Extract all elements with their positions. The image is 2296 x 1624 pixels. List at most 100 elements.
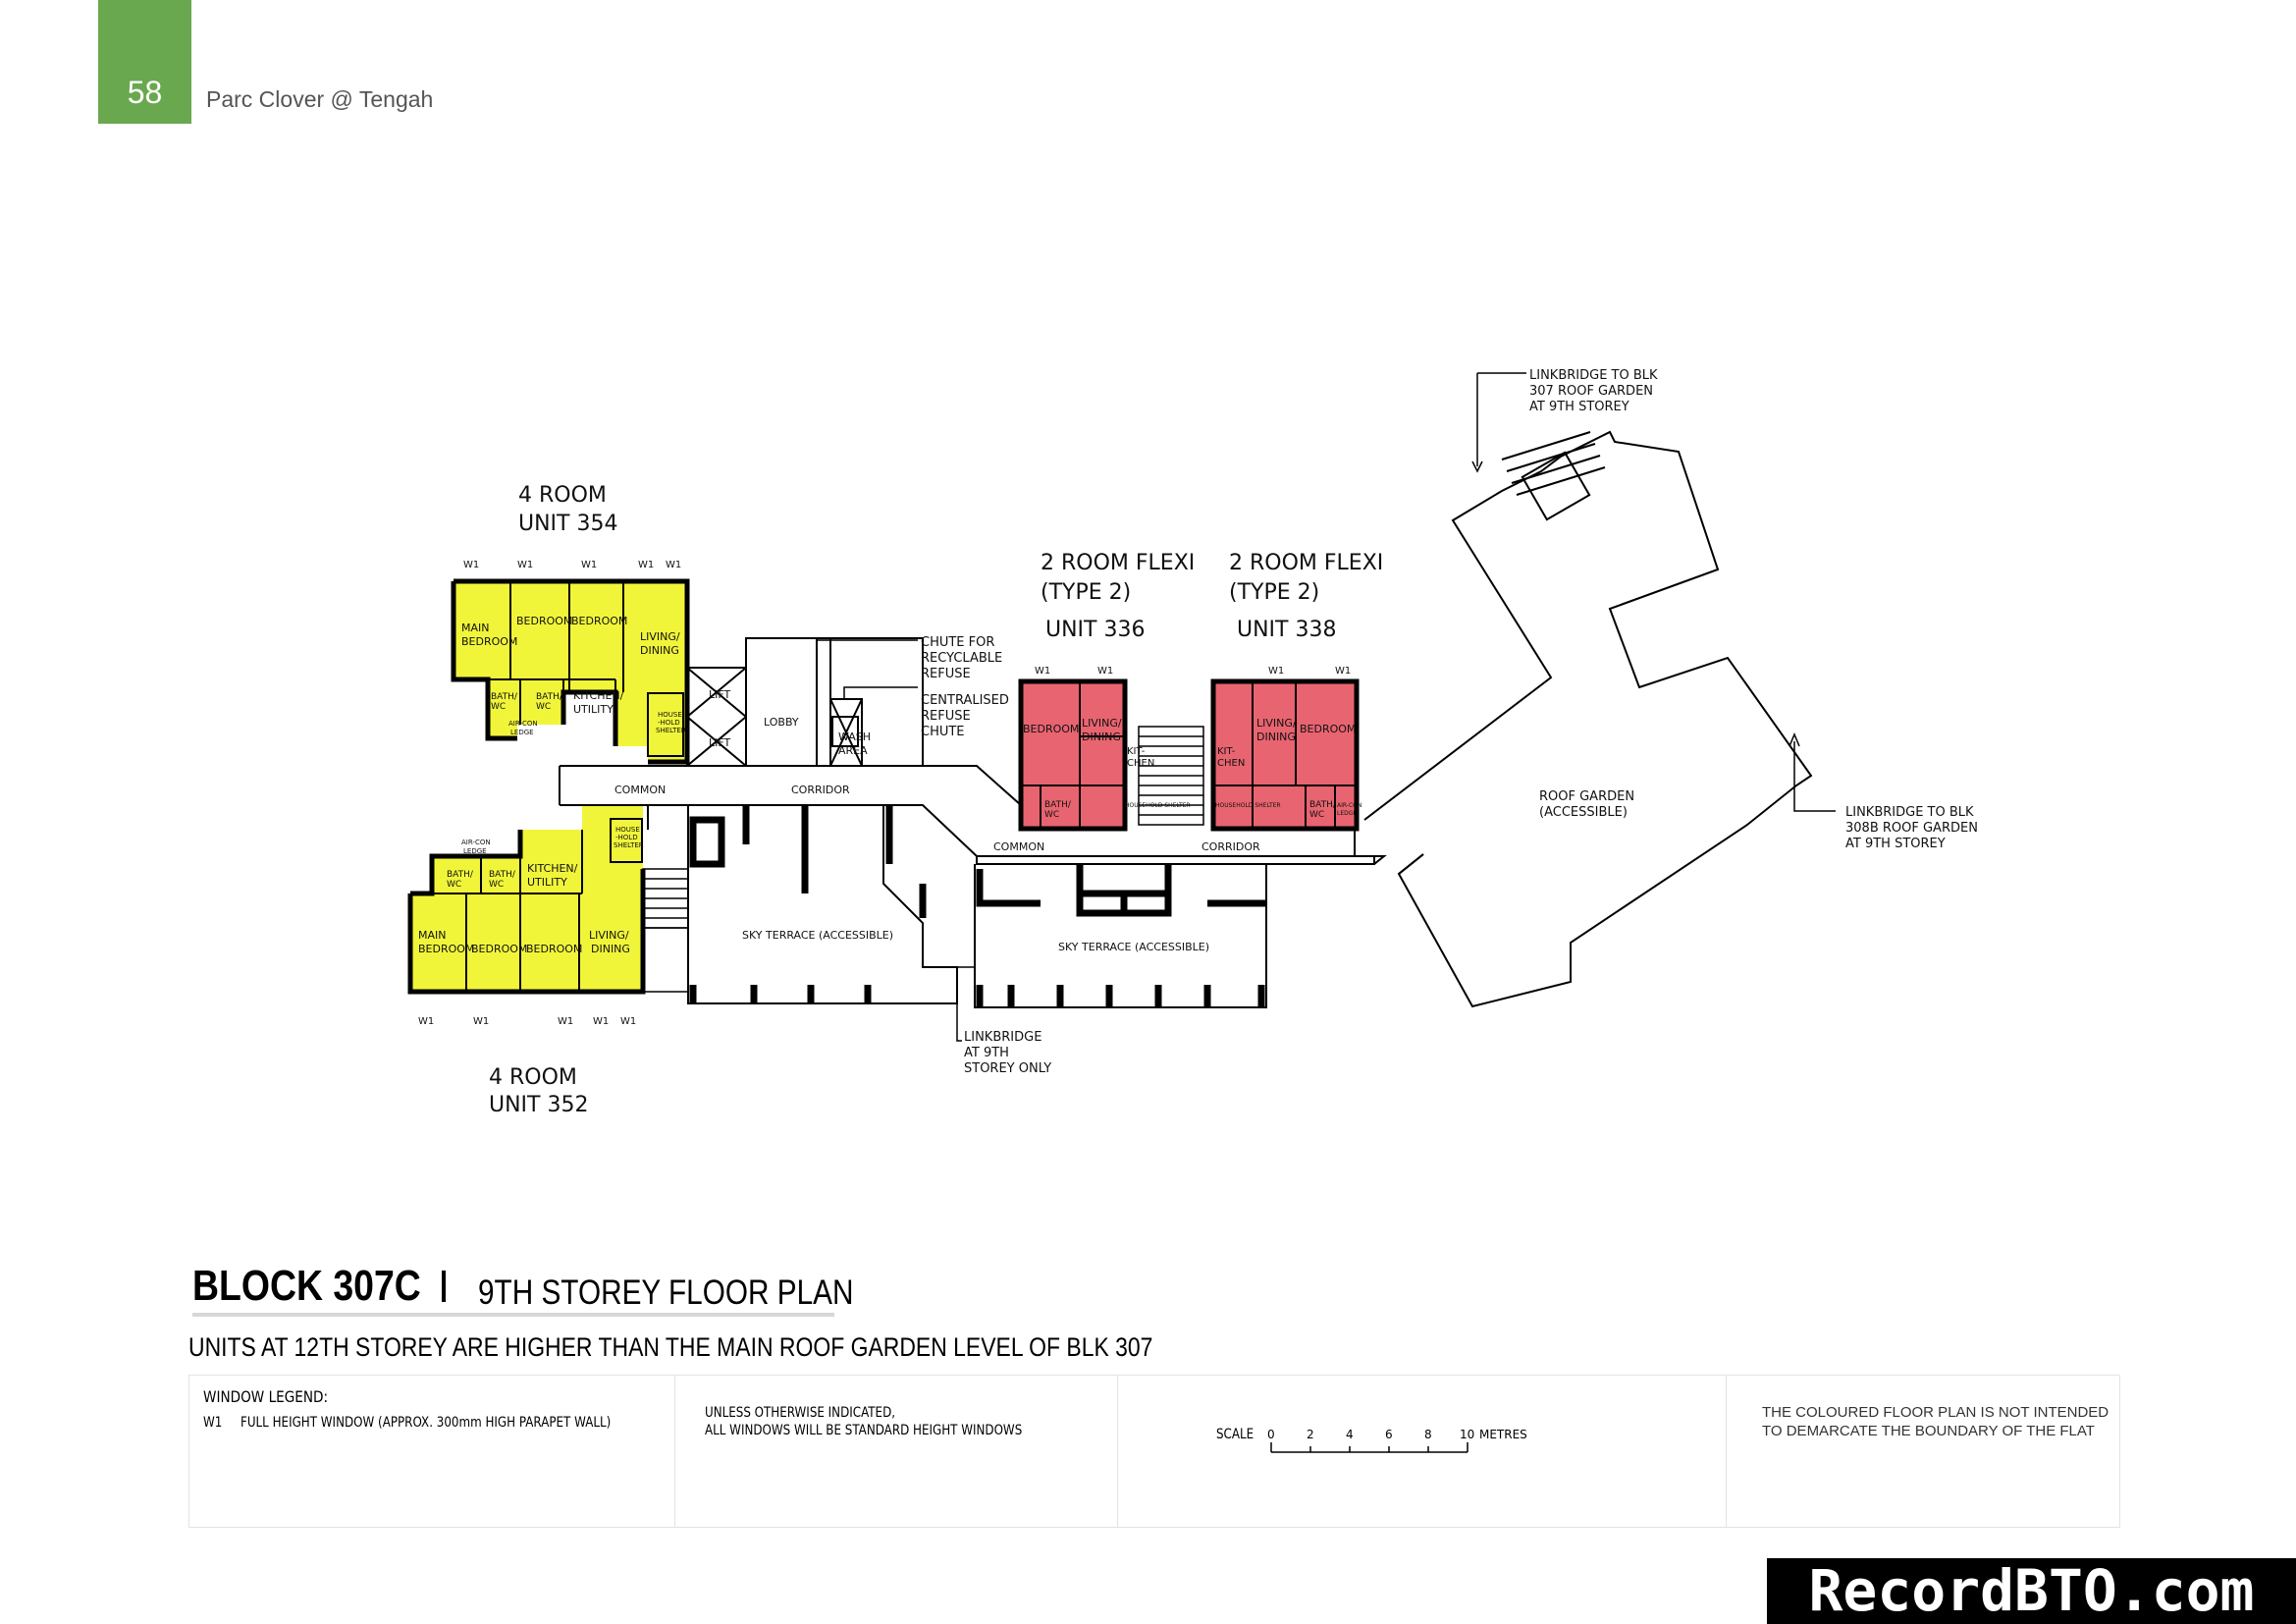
scale-tick: 8	[1424, 1428, 1432, 1441]
svg-text:LIVING/: LIVING/	[589, 929, 629, 942]
svg-text:MAIN: MAIN	[418, 929, 447, 942]
svg-text:MAIN: MAIN	[461, 622, 490, 634]
svg-text:W1: W1	[418, 1016, 434, 1027]
svg-text:W1: W1	[638, 560, 654, 570]
svg-text:W1: W1	[558, 1016, 573, 1027]
storey-note: UNITS AT 12TH STOREY ARE HIGHER THAN THE…	[188, 1332, 1153, 1362]
unit-338-partitions	[1213, 681, 1357, 829]
svg-text:LIFT: LIFT	[709, 736, 731, 749]
svg-text:BATH/: BATH/	[447, 870, 474, 880]
core-labels: LIFT LIFT LOBBY WASH AREA COMMON CORRIDO…	[614, 688, 1260, 953]
unit-352-rooms: MAIN BEDROOM BEDROOM BEDROOM LIVING/ DIN…	[418, 826, 644, 955]
svg-text:REFUSE: REFUSE	[921, 709, 971, 724]
svg-text:CENTRALISED: CENTRALISED	[921, 693, 1009, 708]
svg-text:LOBBY: LOBBY	[764, 716, 799, 729]
svg-text:WC: WC	[1044, 810, 1059, 820]
svg-text:HOUSEHOLD SHELTER: HOUSEHOLD SHELTER	[1125, 802, 1191, 809]
svg-text:W1: W1	[473, 1016, 489, 1027]
svg-text:LIVING/: LIVING/	[1082, 717, 1122, 730]
svg-text:W1: W1	[1268, 666, 1284, 677]
unit-352-fill	[410, 805, 643, 992]
title-underline	[192, 1313, 834, 1317]
svg-text:BEDROOM: BEDROOM	[516, 615, 572, 627]
page-number-tab: 58	[98, 0, 191, 124]
svg-text:UTILITY: UTILITY	[527, 876, 567, 889]
svg-text:BEDROOM: BEDROOM	[418, 943, 474, 955]
svg-text:LIFT: LIFT	[709, 688, 731, 701]
scale-tick: 2	[1307, 1428, 1314, 1441]
central-stair	[1138, 726, 1204, 826]
svg-text:-HOLD: -HOLD	[615, 834, 638, 841]
svg-text:BATH/: BATH/	[536, 692, 563, 702]
unit-354-number: UNIT 354	[518, 512, 617, 536]
lift-core	[686, 637, 924, 767]
window-legend-code: W1	[203, 1415, 223, 1431]
block-title: BLOCK 307C	[192, 1262, 421, 1310]
svg-text:AREA: AREA	[838, 744, 868, 757]
unit-336-rooms: BEDROOM LIVING/ DINING KIT- CHEN BATH/ W…	[1023, 717, 1191, 820]
svg-text:W1: W1	[1335, 666, 1351, 677]
svg-text:W1: W1	[593, 1016, 609, 1027]
svg-text:SKY TERRACE (ACCESSIBLE): SKY TERRACE (ACCESSIBLE)	[1058, 941, 1209, 953]
svg-text:-HOLD: -HOLD	[658, 719, 680, 727]
svg-text:LEDGE: LEDGE	[463, 847, 487, 855]
svg-text:RECYCLABLE: RECYCLABLE	[921, 651, 1002, 666]
svg-text:W1: W1	[463, 560, 479, 570]
unit-354-partitions	[488, 581, 684, 757]
svg-text:BEDROOM: BEDROOM	[461, 635, 517, 648]
svg-text:SKY TERRACE (ACCESSIBLE): SKY TERRACE (ACCESSIBLE)	[742, 929, 893, 942]
svg-text:WC: WC	[1309, 810, 1324, 820]
unit-352-type: 4 ROOM	[489, 1065, 577, 1090]
svg-text:CHUTE: CHUTE	[921, 725, 965, 739]
svg-text:BATH/: BATH/	[491, 692, 518, 702]
window-legend-heading: WINDOW LEGEND:	[203, 1387, 329, 1406]
svg-text:SHELTER: SHELTER	[614, 841, 644, 849]
svg-text:W1: W1	[666, 560, 681, 570]
svg-text:W1: W1	[1097, 666, 1113, 677]
svg-text:LEDGE: LEDGE	[1337, 810, 1357, 817]
window-tags: W1 W1 W1 W1 W1 W1 W1 W1 W1 W1 W1 W1 W1 W…	[418, 560, 1351, 1027]
unit-336-fill	[1021, 681, 1124, 829]
document-title: Parc Clover @ Tengah	[206, 86, 434, 112]
svg-text:ROOF GARDEN: ROOF GARDEN	[1539, 789, 1634, 804]
linkbridge-labels: LINKBRIDGE TO BLK 307 ROOF GARDEN AT 9TH…	[964, 368, 1978, 1076]
scale-bar: SCALE 0 2 4 6 8 10 METRES	[1118, 1376, 1727, 1527]
svg-text:307 ROOF GARDEN: 307 ROOF GARDEN	[1529, 384, 1653, 399]
sky-terrace-left	[687, 805, 958, 1004]
svg-text:CORRIDOR: CORRIDOR	[1201, 840, 1260, 853]
svg-text:KIT-: KIT-	[1217, 746, 1236, 757]
svg-text:HOUSE: HOUSE	[658, 711, 682, 719]
svg-text:AT 9TH STOREY: AT 9TH STOREY	[1845, 837, 1946, 851]
unit-336-partitions	[1021, 681, 1125, 829]
svg-text:AT 9TH: AT 9TH	[964, 1046, 1009, 1060]
svg-text:UTILITY: UTILITY	[573, 703, 614, 716]
watermark: RecordBTO.com	[1767, 1558, 2296, 1624]
svg-text:SHELTER: SHELTER	[656, 727, 686, 734]
svg-text:KITCHEN/: KITCHEN/	[573, 689, 624, 702]
scale-tick: 4	[1346, 1428, 1354, 1441]
standard-note-line-2: ALL WINDOWS WILL BE STANDARD HEIGHT WIND…	[705, 1423, 1023, 1438]
svg-text:BEDROOM: BEDROOM	[471, 943, 527, 955]
svg-text:LINKBRIDGE TO BLK: LINKBRIDGE TO BLK	[1845, 805, 1974, 820]
svg-text:CHEN: CHEN	[1217, 758, 1245, 769]
svg-text:COMMON: COMMON	[614, 784, 666, 796]
svg-text:LIVING/: LIVING/	[640, 630, 680, 643]
unit-352-number: UNIT 352	[489, 1093, 588, 1117]
svg-text:AIR-CON: AIR-CON	[508, 720, 538, 728]
svg-text:REFUSE: REFUSE	[921, 667, 971, 681]
svg-text:DINING: DINING	[591, 943, 630, 955]
svg-text:LINKBRIDGE: LINKBRIDGE	[964, 1030, 1041, 1045]
chute-labels: CHUTE FOR RECYCLABLE REFUSE CENTRALISED …	[921, 635, 1009, 739]
svg-text:COMMON: COMMON	[993, 840, 1044, 853]
svg-text:WASH: WASH	[838, 731, 871, 743]
chute-leaders	[816, 638, 918, 699]
svg-text:BEDROOM: BEDROOM	[1300, 723, 1356, 735]
scale-label: SCALE	[1216, 1427, 1255, 1442]
svg-text:AIR-CON: AIR-CON	[461, 839, 491, 846]
unit-338-rooms: LIVING/ DINING BEDROOM KIT- CHEN BATH/ W…	[1215, 717, 1362, 820]
svg-text:HOUSEHOLD SHELTER: HOUSEHOLD SHELTER	[1215, 802, 1281, 809]
unit-336-walls	[1018, 678, 1128, 832]
scale-tick: 10	[1460, 1428, 1474, 1441]
scale-tick: 0	[1267, 1428, 1275, 1441]
